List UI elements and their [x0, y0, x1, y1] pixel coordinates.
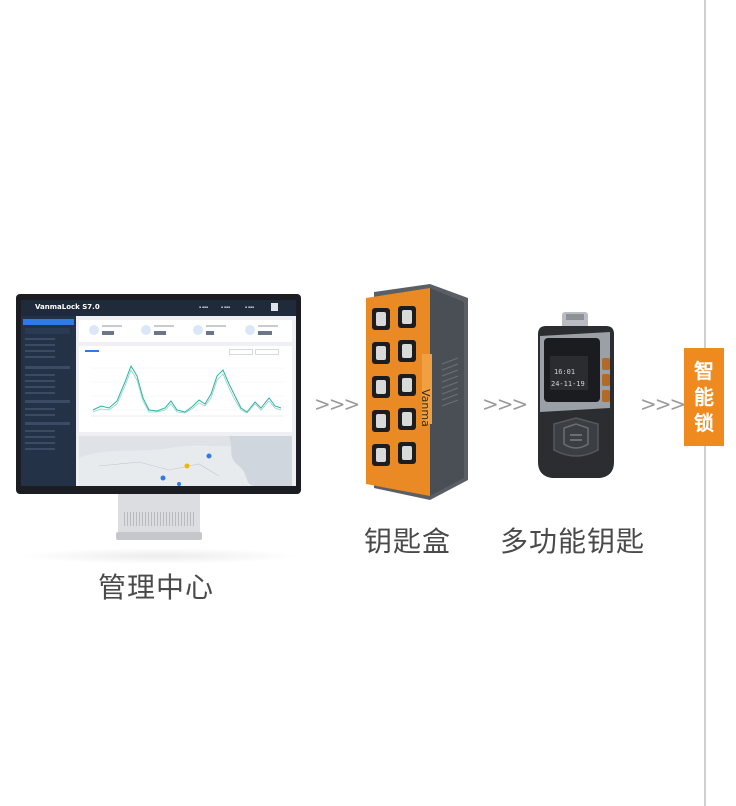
app-header-link: ▪ ▪▪▪: [221, 305, 231, 309]
sidebar-item: [25, 414, 55, 416]
stat-card: [193, 322, 243, 340]
sidebar-item: [25, 408, 55, 410]
chevron-arrows-icon: >>>: [314, 392, 360, 416]
caption-multi-key: 多功能钥匙: [500, 525, 646, 558]
stat-card: [245, 322, 295, 340]
sidebar-item: [25, 356, 55, 358]
key-display-time: 16:01: [554, 368, 575, 376]
sidebar-item: [25, 442, 55, 444]
date-picker: [255, 349, 279, 355]
monitor-stand: [118, 494, 200, 534]
sidebar-item: [25, 436, 55, 438]
sidebar-item: [25, 400, 70, 403]
key-box-icon: Vanma: [360, 284, 470, 500]
stat-card: [89, 322, 139, 340]
chevron-arrows-icon: >>>: [640, 392, 686, 416]
app-sidebar: [21, 316, 76, 486]
key-display-date: 24-11-19: [551, 380, 585, 388]
app-header-link: ▪ ▪▪▪: [245, 305, 255, 309]
sidebar-item: [25, 448, 55, 450]
sidebar-item: [25, 350, 55, 352]
monitor-screen: VanmaLock S7.0 ▪ ▪▪▪ ▪ ▪▪▪ ▪ ▪▪▪: [21, 300, 296, 486]
tag-char: 能: [694, 385, 714, 409]
trend-chart: [91, 364, 284, 417]
sidebar-item: [25, 328, 70, 334]
caption-management-center: 管理中心: [98, 571, 215, 604]
date-picker: [229, 349, 253, 355]
sidebar-item: [25, 430, 55, 432]
avatar: [271, 303, 278, 311]
sidebar-item: [23, 319, 74, 325]
map-panel: [79, 436, 292, 486]
caption-key-box: 钥匙盒: [364, 525, 452, 558]
monitor-shadow: [20, 548, 300, 564]
chevron-arrows-icon: >>>: [482, 392, 528, 416]
tag-char: 锁: [694, 411, 714, 435]
key-box-brand: Vanma: [419, 389, 432, 427]
sidebar-item: [25, 422, 70, 425]
stats-row: [79, 320, 292, 342]
sidebar-item: [25, 380, 55, 382]
app-header: VanmaLock S7.0 ▪ ▪▪▪ ▪ ▪▪▪ ▪ ▪▪▪: [21, 300, 296, 316]
tag-char: 智: [694, 359, 714, 383]
sidebar-item: [25, 338, 55, 340]
monitor-base: [116, 532, 202, 540]
electronic-key-icon: 16:01 24-11-19: [530, 312, 620, 484]
sidebar-item: [25, 386, 55, 388]
stat-card: [141, 322, 191, 340]
sidebar-item: [25, 392, 55, 394]
sidebar-item: [25, 344, 55, 346]
app-header-link: ▪ ▪▪▪: [199, 305, 209, 309]
sidebar-item: [25, 374, 55, 376]
chart-tab: [85, 350, 99, 352]
sidebar-item: [25, 366, 70, 369]
smart-lock-tag: 智 能 锁: [684, 348, 724, 446]
app-title: VanmaLock S7.0: [35, 303, 100, 311]
monitor: VanmaLock S7.0 ▪ ▪▪▪ ▪ ▪▪▪ ▪ ▪▪▪: [16, 294, 301, 494]
trend-chart-card: [79, 346, 292, 432]
